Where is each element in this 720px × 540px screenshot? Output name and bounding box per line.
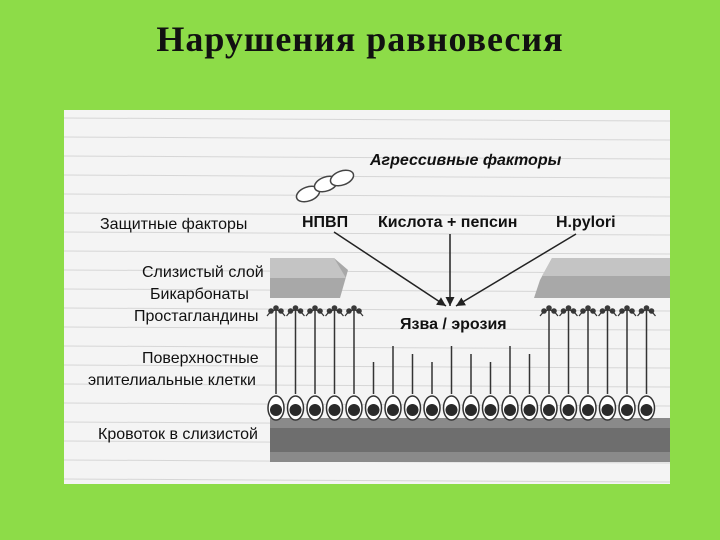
blood-flow-label: Кровоток в слизистой xyxy=(98,426,258,444)
epithelial-cell-icon xyxy=(560,305,578,420)
aggressive-factors-header: Агрессивные факторы xyxy=(370,152,561,170)
epithelial-cell-icon xyxy=(599,305,617,420)
epithelial-cell-icon xyxy=(385,346,401,420)
epithelial-cell-icon xyxy=(638,305,656,420)
factor-h-pylori: H.pylori xyxy=(556,214,616,232)
mucus-factor-bicarbonates: Бикарбонаты xyxy=(150,286,249,304)
epithelial-cell-icon xyxy=(366,362,382,420)
mucus-factor-prostaglandins: Простагландины xyxy=(134,308,259,326)
epithelial-cell-icon xyxy=(502,346,518,420)
epithelial-cell-icon xyxy=(540,305,558,420)
epithelial-cell-icon xyxy=(405,354,421,420)
factor-nsaid: НПВП xyxy=(302,214,348,232)
epithelial-cell-icon xyxy=(522,354,538,420)
slide-title: Нарушения равновесия xyxy=(0,18,720,60)
mucus-factor-mucus-layer: Слизистый слой xyxy=(142,264,264,282)
epithelial-cell-icon xyxy=(306,305,324,420)
epithelial-cell-icon xyxy=(345,305,363,420)
protective-factors-header: Защитные факторы xyxy=(100,216,247,234)
epithelial-cell-icon xyxy=(618,305,636,420)
epithelial-cell-icon xyxy=(483,362,499,420)
epithelial-cell-icon xyxy=(287,305,305,420)
factor-acid-pepsin: Кислота + пепсин xyxy=(378,214,517,232)
epithelial-cell-icon xyxy=(463,354,479,420)
diagram-figure: Агрессивные факторы НПВП Кислота + пепси… xyxy=(64,110,670,484)
epithelial-cell-icon xyxy=(267,305,285,420)
pill-icon xyxy=(294,167,355,204)
epithelium-label-line2: эпителиальные клетки xyxy=(88,372,256,390)
mucus-layer-left-shade xyxy=(270,258,346,278)
ulcer-erosion-label: Язва / эрозия xyxy=(400,316,507,334)
epithelium-label-line1: Поверхностные xyxy=(142,350,259,368)
blood-flow-layer-dark xyxy=(270,428,670,452)
epithelial-cell-icon xyxy=(444,346,460,420)
epithelial-cell-icon xyxy=(579,305,597,420)
mucus-layer-right-shade xyxy=(542,258,670,276)
epithelial-cell-icon xyxy=(424,362,440,420)
epithelial-cell-icon xyxy=(326,305,344,420)
